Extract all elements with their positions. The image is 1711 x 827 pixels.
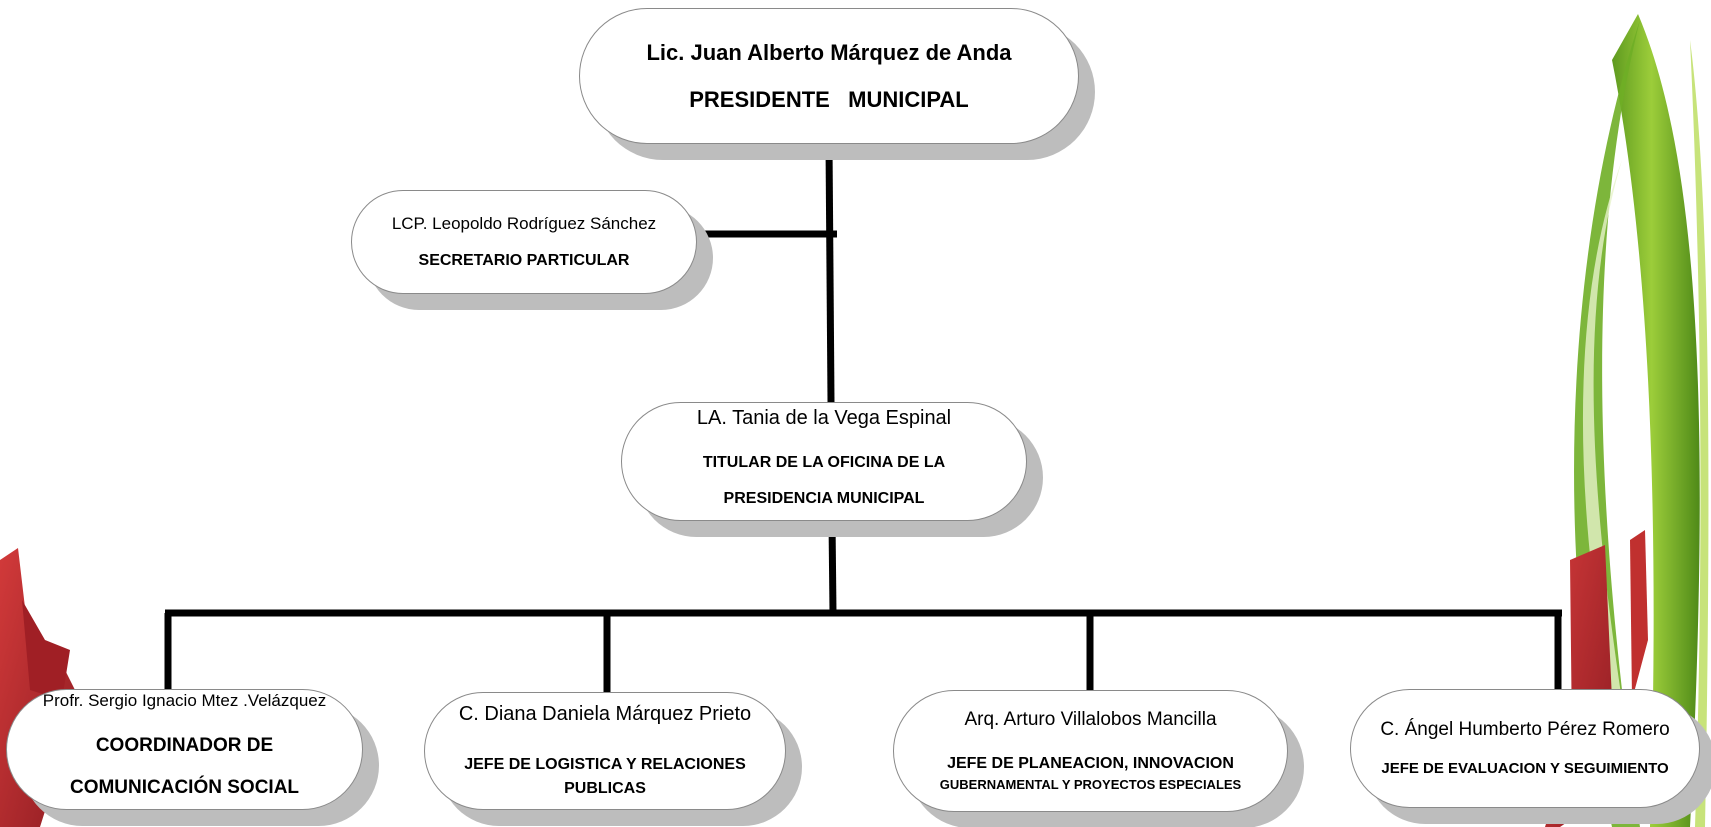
node-logistica-relaciones: C. Diana Daniela Márquez Prieto JEFE DE … (424, 692, 786, 810)
node-titular-oficina: LA. Tania de la Vega Espinal TITULAR DE … (621, 402, 1027, 521)
node-title: COMUNICACIÓN SOCIAL (69, 777, 300, 799)
green-leaf-shape (1690, 40, 1709, 827)
node-title: PUBLICAS (564, 779, 646, 797)
node-comunicacion-social: Profr. Sergio Ignacio Mtez .Velázquez CO… (6, 689, 363, 810)
node-name: Lic. Juan Alberto Márquez de Anda (646, 39, 1012, 65)
node-title: GUBERNAMENTAL Y PROYECTOS ESPECIALES (939, 776, 1242, 792)
node-title: PRESIDENTE MUNICIPAL (689, 87, 969, 112)
node-title: JEFE DE LOGISTICA Y RELACIONES (464, 755, 746, 773)
node-name: Profr. Sergio Ignacio Mtez .Velázquez (42, 690, 327, 710)
node-title: JEFE DE EVALUACION Y SEGUIMIENTO (1381, 760, 1669, 777)
connector-titular-bus (828, 520, 837, 614)
node-name: C. Diana Daniela Márquez Prieto (458, 702, 752, 725)
green-leaf-shape (1612, 14, 1700, 827)
node-title: SECRETARIO PARTICULAR (418, 251, 630, 269)
node-presidente-municipal: Lic. Juan Alberto Márquez de Anda PRESID… (579, 8, 1079, 144)
red-decor-shape (1630, 530, 1648, 700)
node-title: COORDINADOR DE (95, 735, 274, 757)
node-secretario-particular: LCP. Leopoldo Rodríguez Sánchez SECRETAR… (351, 190, 697, 294)
connector-president-titular (825, 143, 835, 403)
node-name: LCP. Leopoldo Rodríguez Sánchez (391, 214, 657, 234)
node-name: Arq. Arturo Villalobos Mancilla (964, 709, 1217, 731)
node-title: JEFE DE PLANEACION, INNOVACION (947, 754, 1234, 772)
red-decor-shape (22, 600, 70, 700)
green-leaf-shape (1582, 160, 1628, 740)
node-evaluacion-seguimiento: C. Ángel Humberto Pérez Romero JEFE DE E… (1350, 689, 1700, 808)
node-name: C. Ángel Humberto Pérez Romero (1380, 719, 1670, 741)
node-name: LA. Tania de la Vega Espinal (696, 407, 952, 429)
node-title: PRESIDENCIA MUNICIPAL (723, 490, 925, 507)
node-title: TITULAR DE LA OFICINA DE LA (702, 454, 946, 471)
node-planeacion-innovacion: Arq. Arturo Villalobos Mancilla JEFE DE … (893, 690, 1288, 812)
